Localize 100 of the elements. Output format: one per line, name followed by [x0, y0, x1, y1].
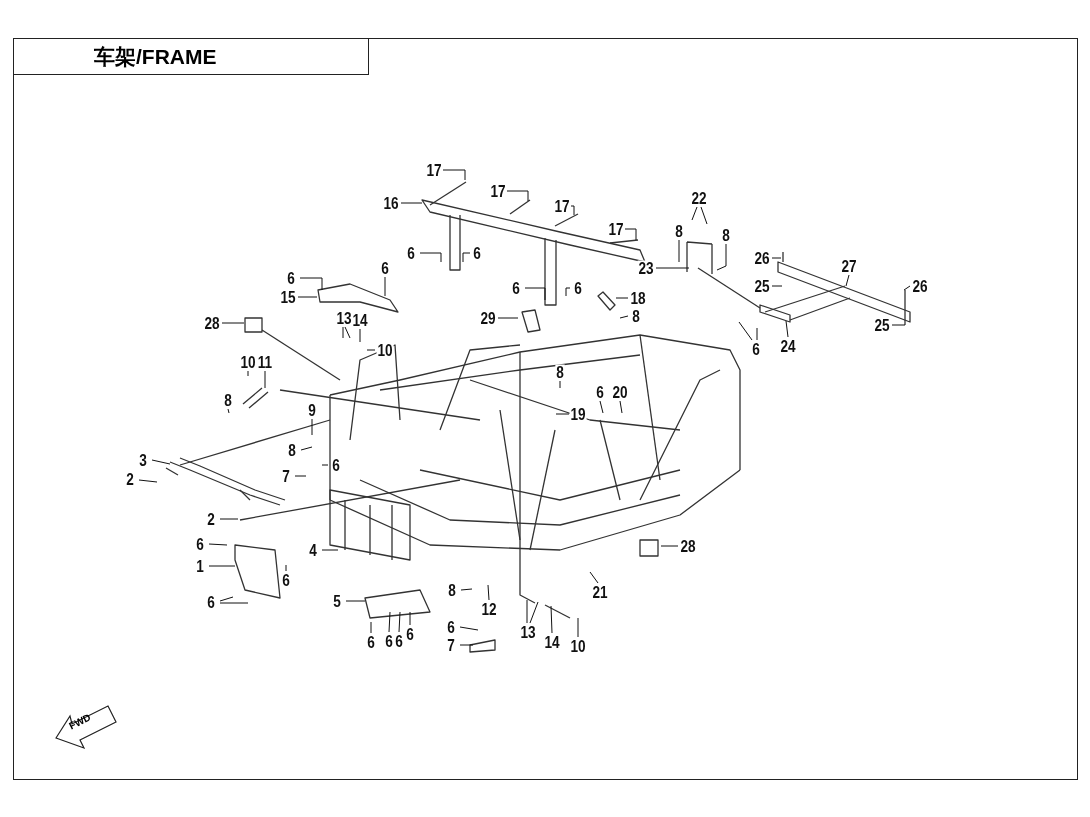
callout-number: 10	[376, 342, 394, 358]
callout-number: 14	[543, 634, 561, 650]
callout-number: 8	[555, 364, 565, 380]
callout-number: 11	[256, 354, 274, 370]
callout-number: 10	[239, 354, 257, 370]
callout-number: 4	[308, 542, 318, 558]
callout-number: 27	[840, 258, 858, 274]
leader-line	[342, 326, 351, 339]
callout-number: 6	[472, 245, 482, 261]
leader-line	[619, 400, 623, 414]
leader-line	[398, 611, 401, 633]
leader-line	[208, 565, 236, 567]
callout-number: 24	[779, 338, 797, 354]
callout-number: 15	[279, 289, 297, 305]
leader-line	[845, 274, 850, 287]
leader-line	[311, 418, 313, 436]
callout-number: 20	[611, 384, 629, 400]
callout-number: 8	[223, 392, 233, 408]
leader-line	[738, 321, 758, 341]
callout-number: 19	[569, 406, 587, 422]
callout-number: 6	[331, 457, 341, 473]
leader-line	[299, 277, 323, 291]
leader-line	[300, 446, 313, 451]
callout-number: 26	[911, 278, 929, 294]
callout-number: 13	[519, 624, 537, 640]
callout-number: 7	[446, 637, 456, 653]
callout-number: 28	[203, 315, 221, 331]
callout-number: 6	[206, 594, 216, 610]
leader-line	[526, 599, 539, 624]
callout-number: 25	[753, 278, 771, 294]
callout-number: 6	[380, 260, 390, 276]
leader-line	[227, 408, 230, 414]
leader-line	[497, 317, 519, 319]
leader-line	[655, 267, 690, 269]
leader-line	[460, 588, 473, 591]
leader-line	[409, 611, 411, 626]
leader-line	[785, 320, 789, 338]
callout-number: 22	[690, 190, 708, 206]
leader-line	[219, 596, 249, 604]
callout-number: 6	[384, 633, 394, 649]
leader-line	[771, 285, 783, 287]
callout-number: 6	[573, 280, 583, 296]
leader-line	[419, 252, 442, 263]
leader-line	[366, 349, 376, 351]
direction-label: FWD	[67, 712, 93, 732]
leader-line	[297, 296, 318, 298]
leader-line	[370, 621, 372, 634]
callout-number: 14	[351, 312, 369, 328]
leader-line	[221, 322, 245, 324]
leader-line	[524, 287, 546, 301]
leader-line	[359, 328, 361, 343]
callout-number: 8	[674, 223, 684, 239]
callout-number: 17	[553, 198, 571, 214]
leader-line	[570, 205, 575, 216]
leader-line	[321, 464, 329, 466]
leader-line	[615, 297, 629, 299]
callout-number: 9	[307, 402, 317, 418]
leader-line	[219, 518, 239, 520]
leader-line	[716, 243, 727, 271]
callout-number: 28	[679, 538, 697, 554]
callout-number: 6	[751, 341, 761, 357]
leader-line	[678, 239, 680, 263]
leader-line	[577, 617, 579, 638]
title-box: 车架/FRAME	[13, 38, 369, 75]
callout-number: 17	[425, 162, 443, 178]
leader-line	[264, 370, 266, 389]
callout-number: 13	[335, 310, 353, 326]
callout-number: 21	[591, 584, 609, 600]
callout-number: 2	[206, 511, 216, 527]
callout-number: 6	[595, 384, 605, 400]
leader-line	[462, 252, 471, 263]
leader-line	[903, 285, 911, 291]
leader-line	[487, 584, 490, 601]
leader-line	[891, 324, 906, 326]
leader-line	[400, 202, 423, 204]
leader-line	[660, 545, 679, 547]
leader-line	[555, 413, 570, 415]
callout-number: 29	[479, 310, 497, 326]
leader-line	[550, 605, 553, 634]
callout-number: 26	[753, 250, 771, 266]
leader-line	[294, 475, 307, 477]
leader-line	[384, 276, 386, 297]
leader-line	[565, 287, 571, 297]
callout-number: 6	[405, 626, 415, 642]
leader-line	[388, 611, 391, 633]
callout-number: 7	[281, 468, 291, 484]
leader-line	[559, 380, 561, 389]
leader-line	[589, 571, 599, 584]
callout-number: 8	[287, 442, 297, 458]
callout-number: 16	[382, 195, 400, 211]
leader-line	[247, 370, 249, 377]
callout-number: 12	[480, 601, 498, 617]
callout-number: 6	[446, 619, 456, 635]
leader-line	[691, 206, 708, 225]
callout-number: 10	[569, 638, 587, 654]
leader-line	[599, 400, 604, 414]
leader-line	[624, 228, 637, 241]
leader-line	[208, 543, 228, 546]
callout-number: 1	[195, 558, 205, 574]
leader-line	[442, 169, 466, 181]
